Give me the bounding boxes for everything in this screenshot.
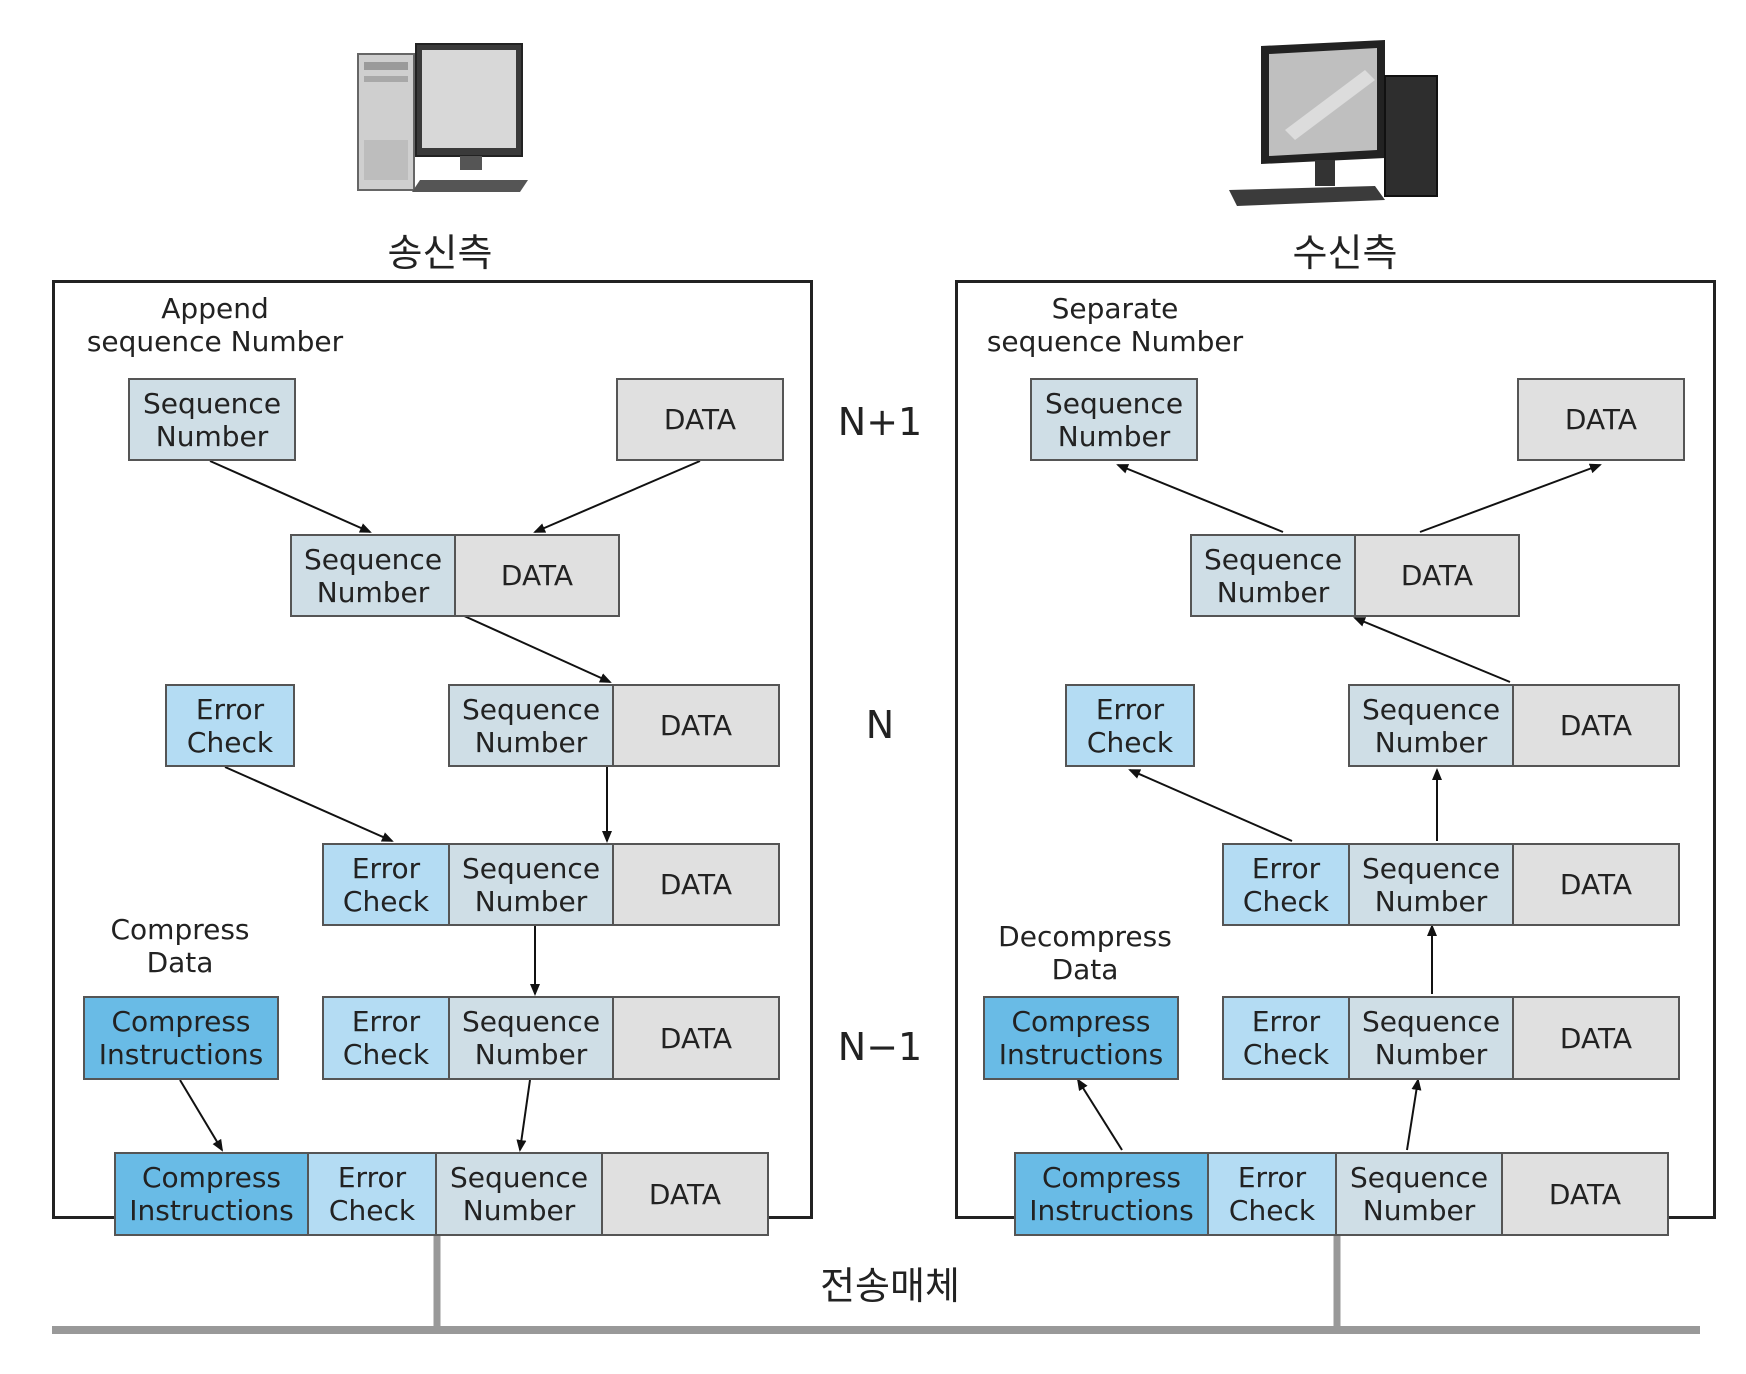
layer-label-mid: N xyxy=(865,703,895,747)
separate-label: Separate sequence Number xyxy=(986,292,1244,358)
receiver-frame-data: DATA xyxy=(1501,1152,1669,1236)
sender-frame-compress: Compress Instructions xyxy=(114,1152,309,1236)
receiver-sequence-number-output: Sequence Number xyxy=(1030,378,1198,461)
receiver-nm1-data: DATA xyxy=(1512,996,1680,1080)
sender-n-data: DATA xyxy=(612,684,780,767)
receiver-frame-compress: Compress Instructions xyxy=(1014,1152,1209,1236)
receiver-n-in-data: DATA xyxy=(1512,843,1680,926)
sender-n-out-data: DATA xyxy=(612,843,780,926)
layer-label-bottom: N−1 xyxy=(837,1025,923,1069)
compress-label: Compress Data xyxy=(110,913,250,979)
receiver-n-data: DATA xyxy=(1512,684,1680,767)
receiver-n1-data: DATA xyxy=(1354,534,1520,617)
layer-label-top: N+1 xyxy=(837,400,923,444)
receiver-data-output: DATA xyxy=(1517,378,1685,461)
sender-n-out-sequence: Sequence Number xyxy=(448,843,614,926)
sender-n-sequence: Sequence Number xyxy=(448,684,614,767)
receiver-nm1-error: Error Check xyxy=(1222,996,1350,1080)
sender-title: 송신측 xyxy=(387,231,493,275)
receiver-error-check-output: Error Check xyxy=(1065,684,1195,767)
receiver-n-in-error: Error Check xyxy=(1222,843,1350,926)
sender-error-check-input: Error Check xyxy=(165,684,295,767)
sender-nm1-data: DATA xyxy=(612,996,780,1080)
append-label: Append sequence Number xyxy=(86,292,344,358)
receiver-compress-output: Compress Instructions xyxy=(983,996,1179,1080)
sender-frame-data: DATA xyxy=(601,1152,769,1236)
sender-frame-sequence: Sequence Number xyxy=(435,1152,603,1236)
sender-n1-sequence: Sequence Number xyxy=(290,534,456,617)
receiver-n-sequence: Sequence Number xyxy=(1348,684,1514,767)
sender-nm1-sequence: Sequence Number xyxy=(448,996,614,1080)
medium-label: 전송매체 xyxy=(820,1264,960,1308)
sender-data-input: DATA xyxy=(616,378,784,461)
sender-frame-error: Error Check xyxy=(307,1152,437,1236)
receiver-computer-icon xyxy=(1229,40,1438,206)
receiver-n1-sequence: Sequence Number xyxy=(1190,534,1356,617)
sender-compress-input: Compress Instructions xyxy=(83,996,279,1080)
receiver-title: 수신측 xyxy=(1292,231,1398,275)
sender-n-out-error: Error Check xyxy=(322,843,450,926)
decompress-label: Decompress Data xyxy=(998,920,1172,986)
receiver-frame-sequence: Sequence Number xyxy=(1335,1152,1503,1236)
receiver-nm1-sequence: Sequence Number xyxy=(1348,996,1514,1080)
receiver-n-in-sequence: Sequence Number xyxy=(1348,843,1514,926)
sender-sequence-number-input: Sequence Number xyxy=(128,378,296,461)
receiver-frame-error: Error Check xyxy=(1207,1152,1337,1236)
sender-computer-icon xyxy=(357,43,528,192)
sender-nm1-error: Error Check xyxy=(322,996,450,1080)
sender-n1-data: DATA xyxy=(454,534,620,617)
